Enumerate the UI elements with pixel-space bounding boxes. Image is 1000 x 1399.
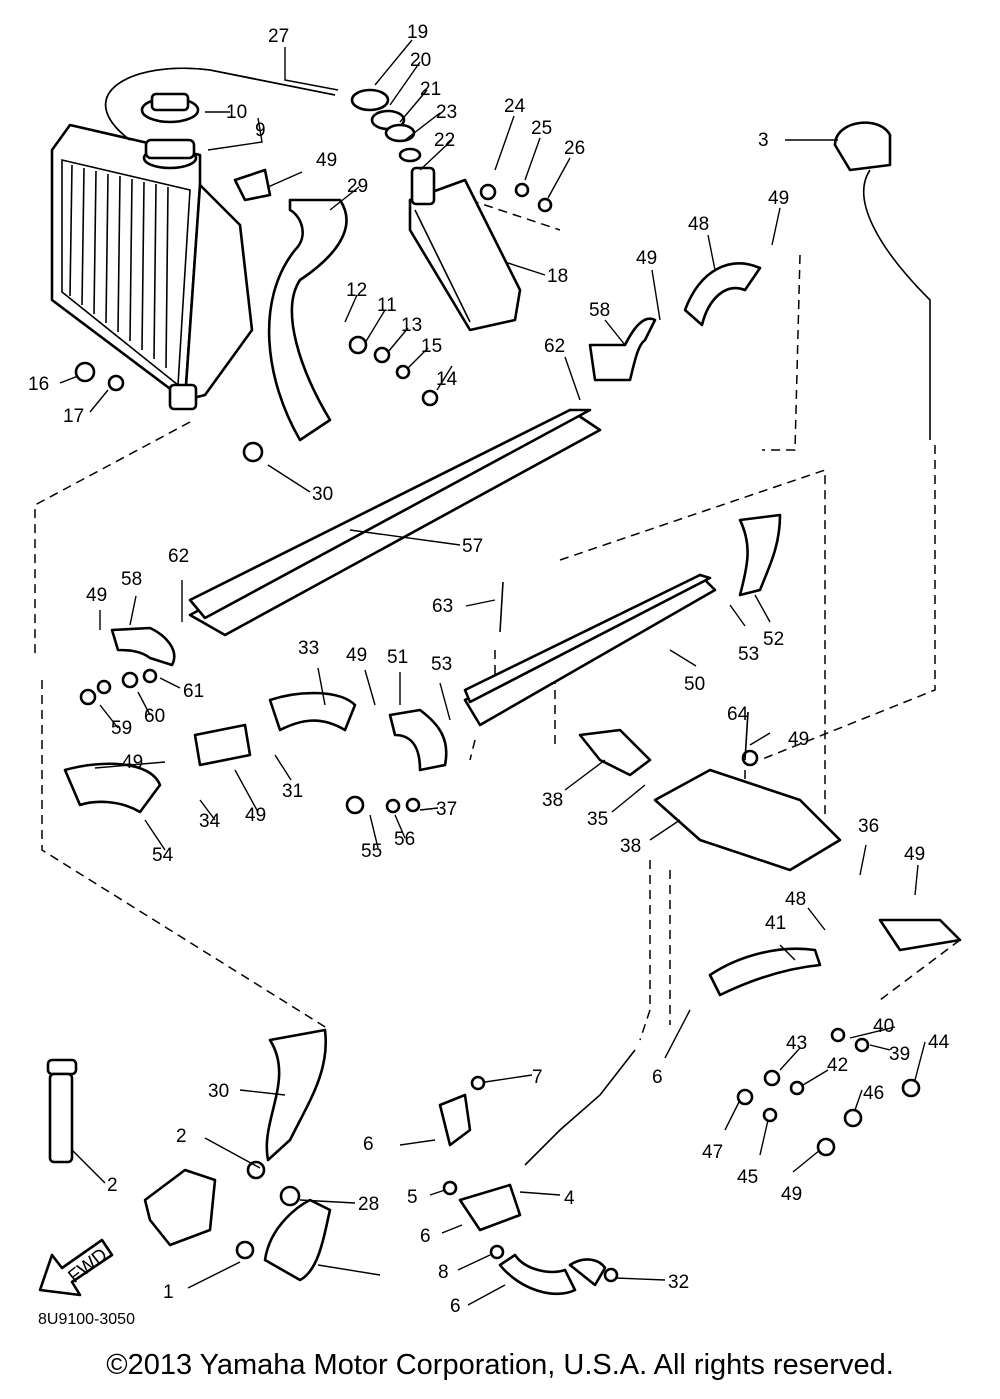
callout-number: 61 xyxy=(183,681,204,702)
callout-number: 60 xyxy=(144,706,165,727)
callout-number: 20 xyxy=(410,50,431,71)
callout-number: 49 xyxy=(86,585,107,606)
callout-number: 2 xyxy=(107,1175,118,1196)
callout-number: 63 xyxy=(432,596,453,617)
key-part xyxy=(46,1058,78,1164)
callout-number: 13 xyxy=(401,315,422,336)
callout-number: 2 xyxy=(176,1126,187,1147)
callout-number: 48 xyxy=(785,889,806,910)
callout-number: 57 xyxy=(462,536,483,557)
callout-number: 18 xyxy=(547,266,568,287)
callout-number: 53 xyxy=(738,644,759,665)
callout-number: 21 xyxy=(420,79,441,100)
callout-number: 15 xyxy=(421,336,442,357)
radiator-cap xyxy=(140,92,200,170)
callout-number: 6 xyxy=(363,1134,374,1155)
callout-number: 55 xyxy=(361,841,382,862)
callout-number: 64 xyxy=(727,704,749,725)
callout-number: 37 xyxy=(436,799,457,820)
callout-number: 31 xyxy=(282,781,303,802)
callout-number: 39 xyxy=(889,1044,910,1065)
forward-arrow-icon: FWD xyxy=(38,1238,114,1297)
callout-number: 48 xyxy=(688,214,709,235)
callout-number: 30 xyxy=(312,484,333,505)
assembly-guide-lines xyxy=(34,199,961,1041)
callout-number: 1 xyxy=(163,1282,174,1303)
callout-number: 25 xyxy=(531,118,552,139)
callout-number: 52 xyxy=(763,629,784,650)
callout-number: 7 xyxy=(532,1067,543,1088)
callout-number: 49 xyxy=(636,248,657,269)
thermostat-housing xyxy=(143,121,931,1247)
callout-number: 22 xyxy=(434,130,455,151)
callout-number: 11 xyxy=(377,295,397,316)
callout-number: 58 xyxy=(589,300,610,321)
heat-exchanger-rails xyxy=(188,408,962,952)
callout-number: 43 xyxy=(786,1033,807,1054)
copyright-notice: ©2013 Yamaha Motor Corporation, U.S.A. A… xyxy=(106,1349,894,1381)
callout-number: 49 xyxy=(768,188,789,209)
callout-number: 49 xyxy=(122,752,143,773)
callout-number: 49 xyxy=(788,729,809,750)
callout-number: 62 xyxy=(168,546,189,567)
callout-number: 12 xyxy=(346,280,367,301)
callout-number: 32 xyxy=(668,1272,689,1293)
callout-number: 59 xyxy=(111,718,132,739)
cooling-system-exploded-diagram: FWD xyxy=(28,22,962,1317)
callout-number: 26 xyxy=(564,138,585,159)
callout-number: 42 xyxy=(827,1055,848,1076)
callout-number: 58 xyxy=(121,569,142,590)
callout-number: 49 xyxy=(346,645,367,666)
callout-number: 50 xyxy=(684,674,705,695)
callout-number: 5 xyxy=(407,1187,418,1208)
callout-number: 47 xyxy=(702,1142,723,1163)
callout-number: 6 xyxy=(450,1296,461,1317)
callout-number: 44 xyxy=(928,1032,950,1053)
radiator xyxy=(50,123,254,411)
callout-number: 24 xyxy=(504,96,526,117)
callout-number: 6 xyxy=(420,1226,431,1247)
callout-number: 53 xyxy=(431,654,452,675)
callout-number: 14 xyxy=(436,369,458,390)
callout-number: 62 xyxy=(544,336,565,357)
leader-lines xyxy=(59,39,926,1306)
reservoir-tank xyxy=(350,88,522,332)
callout-number: 49 xyxy=(316,150,337,171)
callout-number: 8 xyxy=(438,1262,449,1283)
callout-number: 10 xyxy=(226,102,247,123)
callout-number: 45 xyxy=(737,1167,758,1188)
callout-number: 27 xyxy=(268,26,289,47)
callout-number: 38 xyxy=(620,836,641,857)
hoses xyxy=(63,67,822,1296)
callout-number: 6 xyxy=(652,1067,663,1088)
callout-number: 28 xyxy=(358,1194,379,1215)
callout-number: 17 xyxy=(63,406,84,427)
callout-number: 36 xyxy=(858,816,879,837)
callout-number: 38 xyxy=(542,790,563,811)
reference-code: 8U9100-3050 xyxy=(38,1311,135,1328)
callout-number: 41 xyxy=(765,913,786,934)
callout-number: 34 xyxy=(199,811,221,832)
callout-number: 29 xyxy=(347,176,368,197)
callout-number: 30 xyxy=(208,1081,229,1102)
callout-number: 49 xyxy=(245,805,266,826)
callout-number: 46 xyxy=(863,1083,884,1104)
callout-number: 23 xyxy=(436,102,457,123)
callout-number: 56 xyxy=(394,829,415,850)
callout-number: 49 xyxy=(781,1184,802,1205)
callout-number: 51 xyxy=(387,647,408,668)
callout-number: 35 xyxy=(587,809,608,830)
fasteners xyxy=(74,182,921,1283)
callout-number: 49 xyxy=(904,844,925,865)
callout-number: 16 xyxy=(28,374,49,395)
callout-number: 19 xyxy=(407,22,428,43)
callout-number: 40 xyxy=(873,1016,894,1037)
callout-number: 9 xyxy=(255,120,266,141)
callout-number: 4 xyxy=(564,1188,575,1209)
callout-number: 33 xyxy=(298,638,319,659)
callout-number: 54 xyxy=(152,845,174,866)
callout-number: 3 xyxy=(758,130,769,151)
